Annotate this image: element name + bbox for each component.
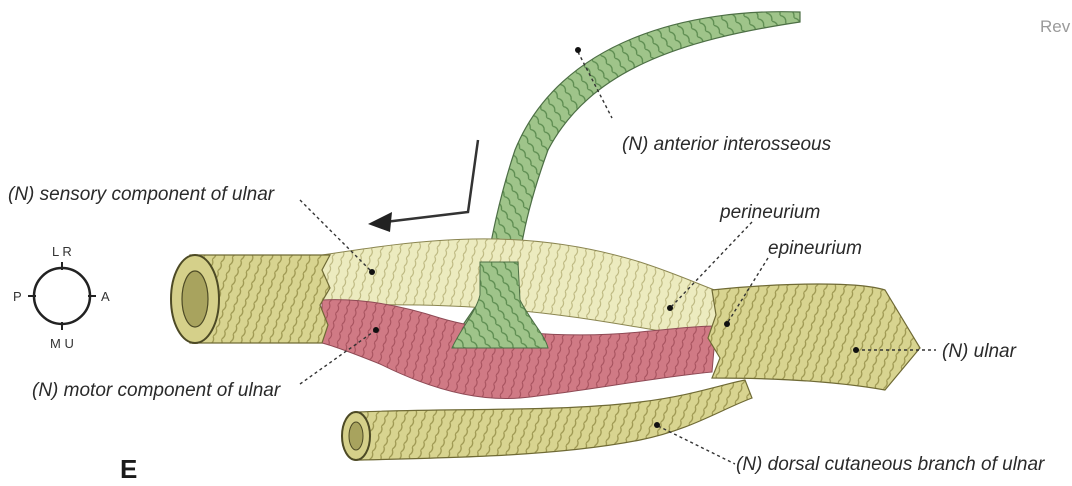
dot-motor [373,327,379,333]
dot-sensory [369,269,375,275]
panel-letter: E [120,454,137,484]
compass-ring-icon [34,268,90,324]
compass-right-label: A [101,289,110,304]
label-ulnar: (N) ulnar [942,341,1017,362]
compass-left-label: P [13,289,22,304]
compass-top-label: L R [52,244,72,259]
arrow-head-icon [368,212,392,232]
dot-dorsal [654,422,660,428]
dot-epineurium [724,321,730,327]
proximal-ulnar-fascicles [182,271,208,327]
compass-bottom-label: M U [50,336,74,351]
label-anterior-interosseous: (N) anterior interosseous [622,134,832,155]
label-dorsal-cutaneous: (N) dorsal cutaneous branch of ulnar [736,454,1045,475]
distal-ulnar-segment [708,284,920,390]
orientation-compass: L R M U P A [13,244,110,351]
dot-anterior-interosseous [575,47,581,53]
dot-perineurium [667,305,673,311]
label-perineurium: perineurium [719,202,820,223]
dot-ulnar [853,347,859,353]
label-epineurium: epineurium [768,238,862,259]
label-motor-component: (N) motor component of ulnar [32,380,281,401]
direction-arrow [385,140,478,222]
dorsal-branch-fascicles [349,422,363,450]
leader-dorsal [658,426,735,464]
label-sensory-component: (N) sensory component of ulnar [8,184,275,205]
corner-text: Rev [1040,17,1071,36]
